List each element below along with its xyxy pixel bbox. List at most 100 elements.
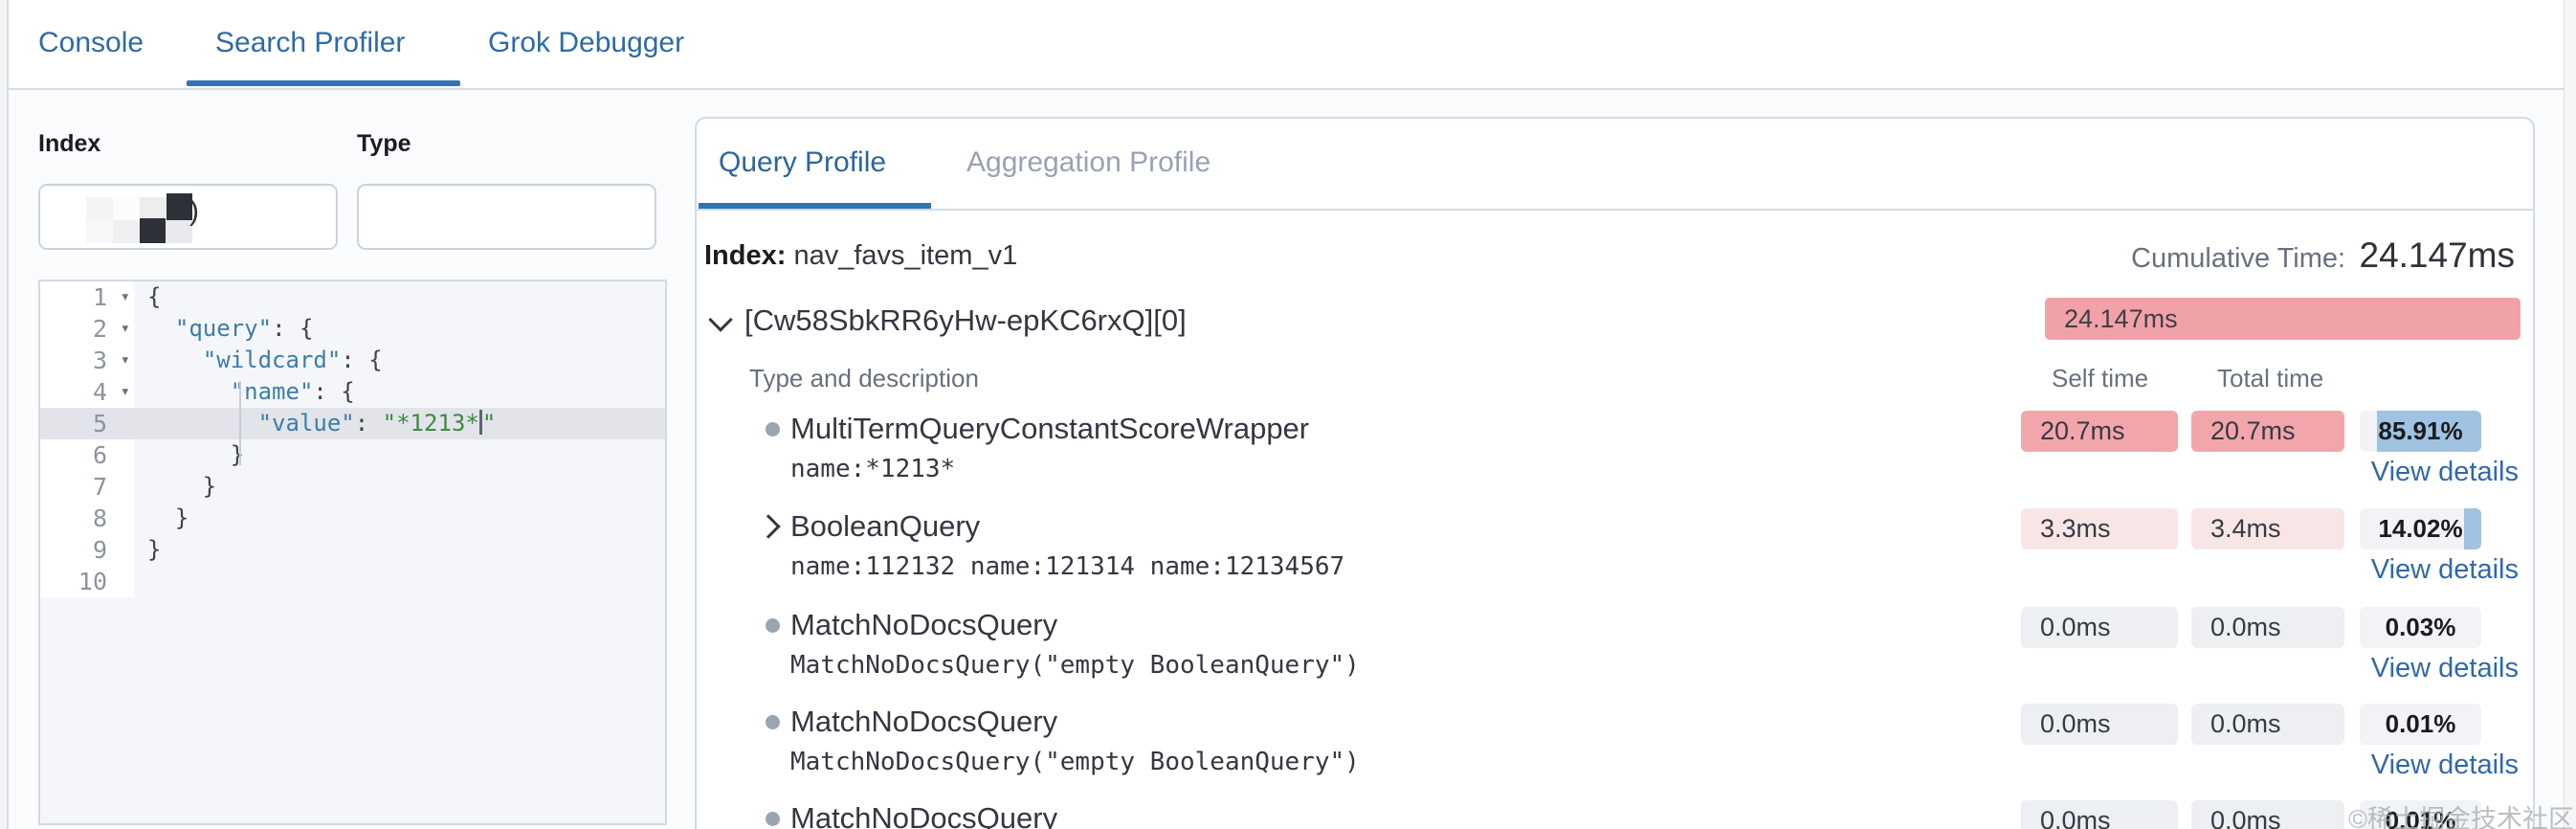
percent-badge: 0.03%	[2360, 607, 2481, 648]
code-text: "wildcard": {	[202, 347, 383, 373]
line-number: 7	[40, 471, 134, 503]
tab-search-profiler[interactable]: Search Profiler	[215, 27, 406, 58]
tab-grok-debugger[interactable]: Grok Debugger	[488, 27, 685, 58]
query-type-title: MatchNoDocsQuery	[790, 608, 1058, 641]
indent-guide	[239, 381, 241, 465]
editor-line[interactable]: 8 }	[40, 503, 665, 534]
type-field-label: Type	[357, 130, 411, 157]
profile-row: MatchNoDocsQuery MatchNoDocsQuery("empty…	[697, 601, 2533, 699]
total-time-badge: 3.4ms	[2191, 508, 2344, 549]
query-description: MatchNoDocsQuery("empty BooleanQuery")	[790, 651, 1360, 680]
profile-tabs: Query Profile Aggregation Profile	[697, 119, 2533, 211]
fold-arrow-icon[interactable]: ▾	[120, 350, 130, 370]
index-meta-row: Index: nav_favs_item_v1 Cumulative Time:…	[697, 232, 2533, 280]
index-field-label: Index	[38, 130, 101, 157]
profile-row: MultiTermQueryConstantScoreWrapper name:…	[697, 405, 2533, 503]
editor-line[interactable]: 7 }	[40, 471, 665, 503]
query-type-title: MatchNoDocsQuery	[790, 801, 1058, 829]
query-type-title: MatchNoDocsQuery	[790, 705, 1058, 738]
tab-console[interactable]: Console	[38, 27, 144, 58]
self-time-badge: 20.7ms	[2021, 411, 2178, 452]
code-text: "query": {	[174, 315, 314, 342]
fold-arrow-icon[interactable]: ▾	[120, 319, 130, 338]
self-time-badge: 0.0ms	[2021, 800, 2178, 829]
view-details-link[interactable]: View details	[2370, 653, 2519, 683]
editor-line[interactable]: 5 "value": "*1213*"	[40, 408, 665, 439]
line-number: 3▾	[40, 345, 134, 376]
col-self-time: Self time	[2052, 364, 2149, 392]
panel-left-border	[0, 0, 9, 829]
index-meta-label: Index:	[704, 240, 787, 271]
bullet-dot-icon	[766, 422, 780, 437]
code-text: }	[147, 473, 217, 500]
line-number: 8	[40, 503, 134, 534]
self-time-badge: 0.0ms	[2021, 704, 2178, 745]
profile-active-tab-underline	[699, 203, 931, 209]
query-type-title: MultiTermQueryConstantScoreWrapper	[790, 412, 1310, 445]
shard-time-badge: 24.147ms	[2045, 298, 2520, 340]
percent-badge: 14.02%	[2360, 508, 2481, 549]
total-time-badge: 0.0ms	[2191, 704, 2344, 745]
devtools-top-nav: Console Search Profiler Grok Debugger	[0, 0, 2576, 90]
col-type-and-description: Type and description	[749, 364, 979, 392]
vertical-scrollbar[interactable]	[2564, 0, 2576, 829]
cumulative-time-value: 24.147ms	[2359, 235, 2516, 275]
redacted-index-value	[86, 193, 193, 243]
total-time-badge: 0.0ms	[2191, 607, 2344, 648]
chevron-right-icon[interactable]	[756, 514, 781, 539]
editor-line[interactable]: 6 }	[40, 439, 665, 471]
editor-line[interactable]: 9}	[40, 534, 665, 566]
col-total-time: Total time	[2217, 364, 2324, 392]
total-time-badge: 0.0ms	[2191, 800, 2344, 829]
shard-id: [Cw58SbkRR6yHw-epKC6rxQ][0]	[744, 303, 1187, 337]
self-time-badge: 0.0ms	[2021, 607, 2178, 648]
chevron-down-icon[interactable]	[708, 307, 733, 332]
line-number: 10	[40, 566, 134, 597]
code-text	[134, 566, 665, 597]
tab-query-profile[interactable]: Query Profile	[719, 146, 887, 178]
query-description: MatchNoDocsQuery("empty BooleanQuery")	[790, 748, 1360, 776]
percent-badge: 0.01%	[2360, 704, 2481, 745]
code-text: }	[147, 441, 245, 468]
self-time-badge: 3.3ms	[2021, 508, 2178, 549]
profile-row: MatchNoDocsQuery MatchNoDocsQuery("empty…	[697, 698, 2533, 795]
type-input[interactable]	[357, 184, 656, 250]
active-tab-underline	[187, 80, 460, 86]
profile-row: BooleanQuery name:112132 name:121314 nam…	[697, 503, 2533, 600]
profile-result-card: Query Profile Aggregation Profile Index:…	[695, 117, 2535, 829]
index-meta-value: nav_favs_item_v1	[793, 240, 1018, 271]
editor-line[interactable]: 1▾{	[40, 281, 665, 313]
editor-lines: 1▾{2▾ "query": {3▾ "wildcard": {4▾ "name…	[40, 281, 665, 597]
index-value-tail: )	[189, 195, 199, 227]
query-type-title: BooleanQuery	[790, 509, 981, 543]
editor-line[interactable]: 4▾ "name": {	[40, 376, 665, 408]
line-number: 5	[40, 408, 134, 439]
percent-badge: 0.01%	[2360, 800, 2481, 829]
profile-row: MatchNoDocsQuery 0.0ms 0.0ms 0.01%	[697, 795, 2533, 829]
view-details-link[interactable]: View details	[2370, 750, 2519, 780]
query-description: name:*1213*	[790, 455, 956, 483]
code-text: }	[147, 536, 162, 563]
code-text: }	[147, 504, 189, 531]
tab-aggregation-profile[interactable]: Aggregation Profile	[966, 146, 1211, 178]
code-text: "name": {	[230, 378, 355, 405]
view-details-link[interactable]: View details	[2370, 554, 2519, 585]
view-details-link[interactable]: View details	[2370, 457, 2519, 487]
shard-row[interactable]: [Cw58SbkRR6yHw-epKC6rxQ][0] 24.147ms	[697, 296, 2533, 349]
total-time-badge: 20.7ms	[2191, 411, 2344, 452]
fold-arrow-icon[interactable]: ▾	[120, 382, 130, 401]
index-input[interactable]: )	[38, 184, 338, 250]
line-number: 1▾	[40, 281, 134, 313]
editor-line[interactable]: 2▾ "query": {	[40, 313, 665, 345]
code-text: "value": "*1213*"	[257, 410, 497, 437]
watermark: ©稀土掘金技术社区	[2348, 805, 2574, 829]
editor-line[interactable]: 3▾ "wildcard": {	[40, 345, 665, 376]
line-number: 9	[40, 534, 134, 566]
editor-line[interactable]: 10	[40, 566, 665, 597]
text-cursor	[478, 410, 482, 435]
query-json-editor[interactable]: 1▾{2▾ "query": {3▾ "wildcard": {4▾ "name…	[38, 280, 667, 825]
cumulative-time-label: Cumulative Time:	[2131, 243, 2346, 274]
bullet-dot-icon	[766, 715, 780, 729]
fold-arrow-icon[interactable]: ▾	[120, 287, 130, 306]
